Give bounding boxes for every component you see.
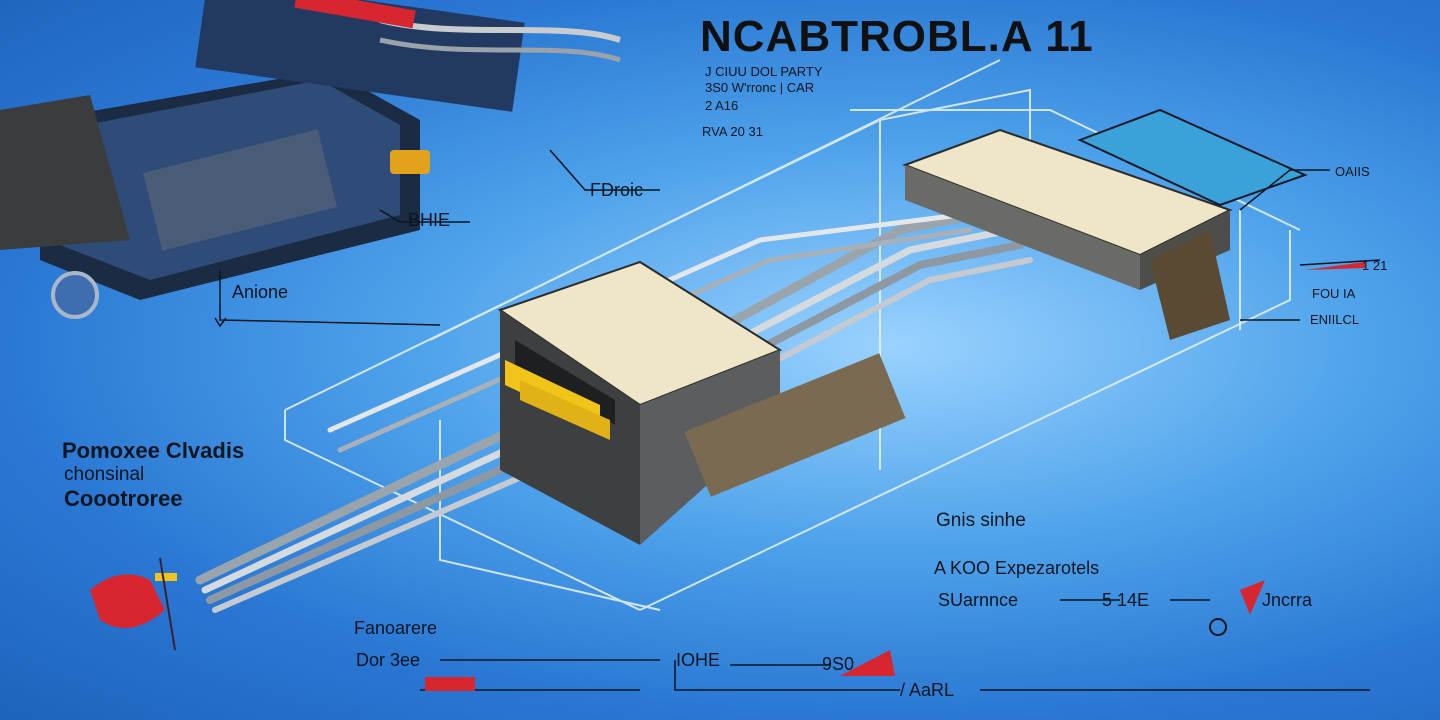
leader-lines: [219, 149, 1381, 691]
red-plug: [90, 574, 165, 628]
label-right-3: ENIILCL: [1310, 312, 1360, 327]
front-connector: [497, 260, 906, 545]
top-left-device: [0, 0, 621, 319]
label-ako: A KOO Expezarotels: [934, 558, 1100, 578]
label-950: 9S0: [822, 654, 855, 674]
label-fanoarere: Fanoarere: [354, 618, 438, 638]
wire-bundle: [195, 205, 1033, 613]
label-oaiis: OAIIS: [1335, 164, 1370, 179]
left-label-line-2: chonsinal: [64, 464, 145, 485]
title-block-line-1: J CIUU DOL PARTY: [705, 64, 823, 79]
label-bhie: BHIE: [408, 210, 451, 230]
page-title: NCABTROBL.A 11: [700, 12, 1094, 61]
label-aarl: / AaRL: [900, 680, 955, 700]
rear-connector: [902, 128, 1233, 340]
title-block-line-4: RVA 20 31: [702, 124, 763, 139]
label-fdroic: FDroic: [590, 180, 643, 200]
yellow-tip: [155, 573, 177, 581]
left-label-line-3: Coootroree: [64, 486, 183, 511]
label-right-1: 1 21: [1362, 258, 1388, 273]
label-5-14e: 5 14E: [1102, 590, 1150, 610]
screen-panel: [1077, 108, 1308, 207]
label-dor-3ee: Dor 3ee: [356, 650, 421, 670]
title-block-line-3: 2 A16: [705, 98, 739, 113]
left-label-line-1: Pomoxee Clvadis: [62, 438, 245, 463]
label-anione: Anione: [232, 282, 289, 302]
label-suarnnce: SUarnnce: [938, 590, 1019, 610]
label-iohe: IOHE: [676, 650, 721, 670]
label-jncrra: Jncrra: [1262, 590, 1313, 610]
label-right-2: FOU IA: [1312, 286, 1356, 301]
title-block-line-2: 3S0 W'rronc | CAR: [705, 80, 815, 95]
label-gnis-sinhe: Gnis sinhe: [936, 510, 1026, 531]
